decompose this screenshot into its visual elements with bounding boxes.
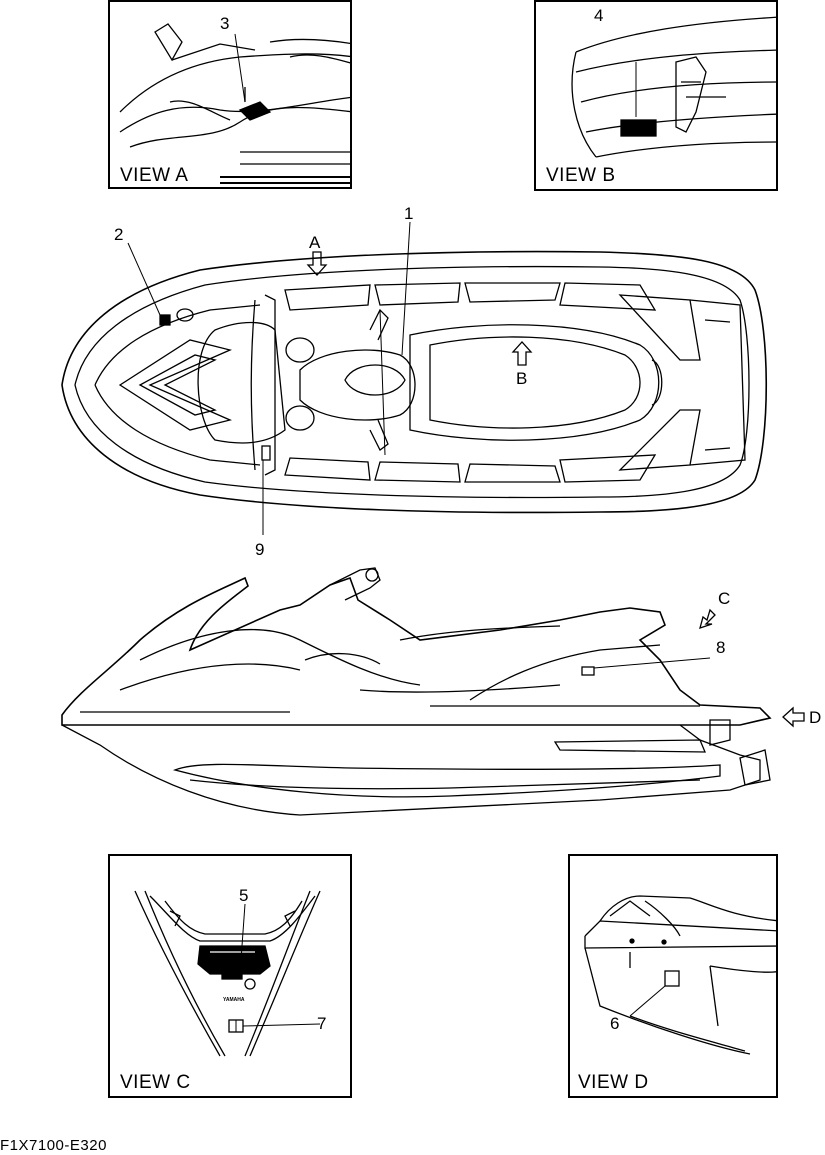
callout-6: 6 <box>610 1014 620 1033</box>
callout-9: 9 <box>255 540 264 559</box>
view-b-label: VIEW B <box>546 165 616 186</box>
arrow-b-label: B <box>516 369 527 388</box>
callout-1: 1 <box>404 204 413 223</box>
side-view <box>61 567 805 816</box>
arrow-d-label: D <box>809 708 821 727</box>
figure-code: F1X7100-E320 <box>0 1137 107 1154</box>
view-c-label: VIEW C <box>120 1072 191 1093</box>
view-c-panel: YAMAHA 5 7 VIEW C <box>108 854 352 1098</box>
arrow-c-label: C <box>718 589 730 608</box>
callout-4: 4 <box>594 6 604 25</box>
callout-7: 7 <box>317 1014 327 1033</box>
callout-5: 5 <box>239 886 249 905</box>
view-d-label: VIEW D <box>578 1072 649 1093</box>
view-b-panel: 4 VIEW B <box>534 0 778 191</box>
view-a-panel: 3 VIEW A <box>108 0 352 189</box>
arrow-a-label: A <box>309 233 321 252</box>
view-a-label: VIEW A <box>120 165 189 186</box>
view-b-drawing <box>571 16 776 158</box>
callout-8: 8 <box>716 638 725 657</box>
view-d-drawing <box>584 895 776 1055</box>
yamaha-badge: YAMAHA <box>223 997 245 1003</box>
watercraft-drawing: 1 2 9 A B 8 C D <box>61 204 821 816</box>
callout-3: 3 <box>220 14 230 33</box>
view-a-drawing <box>119 23 350 184</box>
view-d-panel: 6 VIEW D <box>568 854 778 1098</box>
callout-2: 2 <box>114 225 123 244</box>
view-c-drawing <box>134 890 321 1057</box>
top-view <box>61 221 768 535</box>
